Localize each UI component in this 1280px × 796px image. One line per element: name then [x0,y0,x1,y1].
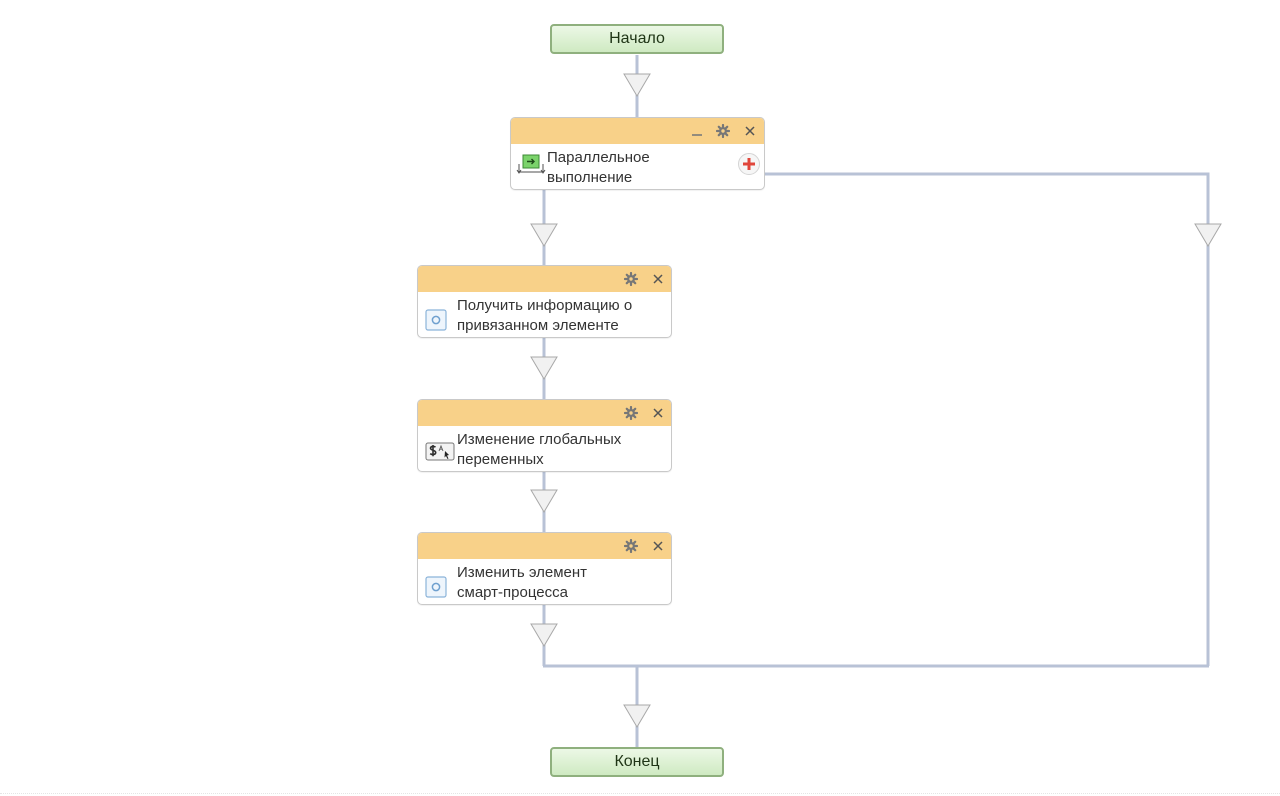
gear-icon[interactable] [622,270,640,288]
activity-get-linked-element-info[interactable]: Получить информацию о привязанном элемен… [417,265,672,338]
end-node-label: Конец [614,753,660,770]
block-header [511,118,764,144]
block-header [418,266,671,292]
drop-marker-end[interactable] [623,704,651,728]
add-branch-button[interactable] [738,153,760,175]
drop-marker-2[interactable] [530,223,558,247]
drop-marker-4[interactable] [530,489,558,513]
close-icon[interactable] [649,404,667,422]
start-node[interactable]: Начало [550,24,724,54]
drop-marker-branch-2[interactable] [1194,223,1222,247]
drop-marker-3[interactable] [530,356,558,380]
plus-icon [743,158,755,170]
block-title: Параллельное выполнение [547,149,650,186]
parallel-execution-block[interactable]: Параллельное выполнение [510,117,765,190]
drop-marker-1[interactable] [623,73,651,97]
parallel-icon [516,154,546,174]
global-variables-icon [425,442,455,461]
start-node-label: Начало [609,30,665,47]
activity-change-smart-process-element[interactable]: Изменить элемент смарт-процесса [417,532,672,605]
block-title: Изменение глобальных переменных [457,431,622,468]
close-icon[interactable] [649,270,667,288]
close-icon[interactable] [741,122,759,140]
activity-icon [425,576,447,598]
block-title: Получить информацию о привязанном элемен… [457,297,633,334]
gear-icon[interactable] [622,404,640,422]
close-icon[interactable] [649,537,667,555]
gear-icon[interactable] [622,537,640,555]
block-header [418,533,671,559]
drop-marker-5[interactable] [530,623,558,647]
canvas-bottom-divider [0,793,1280,795]
collapse-icon[interactable] [688,122,706,140]
activity-change-global-variables[interactable]: Изменение глобальных переменных [417,399,672,472]
end-node[interactable]: Конец [550,747,724,777]
block-header [418,400,671,426]
activity-icon [425,309,447,331]
block-title: Изменить элемент смарт-процесса [457,564,588,601]
gear-icon[interactable] [714,122,732,140]
